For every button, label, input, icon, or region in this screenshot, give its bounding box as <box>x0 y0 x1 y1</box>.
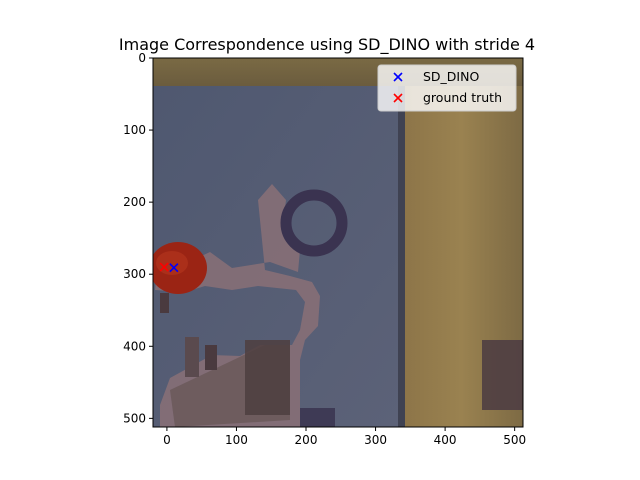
y-tick-label: 400 <box>123 339 146 353</box>
photo-background <box>153 58 523 427</box>
x-tick-label: 500 <box>503 433 526 447</box>
y-tick-label: 500 <box>123 411 146 425</box>
x-tick-label: 100 <box>225 433 248 447</box>
y-tick-label: 200 <box>123 195 146 209</box>
plot-frame <box>152 57 524 428</box>
x-tick-label: 300 <box>364 433 387 447</box>
y-tick-label: 0 <box>138 51 146 65</box>
legend-marker <box>393 72 403 82</box>
legend-marker <box>393 93 403 103</box>
x-axis: 0 100 200 300 400 500 <box>163 427 526 447</box>
legend-label: ground truth <box>423 90 502 105</box>
x-tick-label: 400 <box>434 433 457 447</box>
chart-title: Image Correspondence using SD_DINO with … <box>119 35 535 55</box>
marker-ground-truth <box>159 262 169 272</box>
x-tick-label: 200 <box>295 433 318 447</box>
markers <box>159 262 179 273</box>
x-tick-label: 0 <box>163 433 171 447</box>
marker-sd-dino <box>169 263 179 273</box>
y-axis: 0 100 200 300 400 500 <box>123 51 153 425</box>
y-tick-label: 100 <box>123 123 146 137</box>
legend-label: SD_DINO <box>423 69 479 84</box>
legend-box <box>377 64 517 112</box>
y-tick-label: 300 <box>123 267 146 281</box>
